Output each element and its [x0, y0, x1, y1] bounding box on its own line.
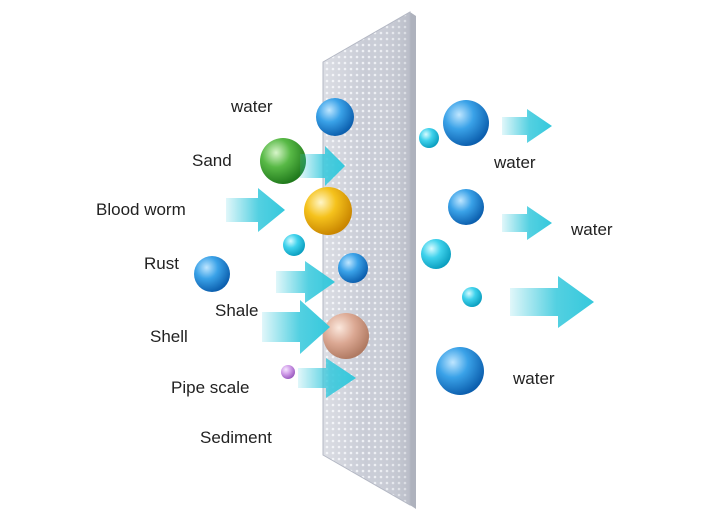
filter-mesh-panel	[322, 11, 416, 509]
label-shell: Shell	[150, 327, 188, 346]
sand-particle	[260, 138, 306, 184]
arrow-blood-worm	[226, 188, 285, 232]
label-blood-worm: Blood worm	[96, 200, 186, 219]
cyan-particle-right-1	[419, 128, 439, 148]
label-water-right-2: water	[571, 220, 613, 239]
label-water-right-1: water	[494, 153, 536, 172]
label-pipe-scale: Pipe scale	[171, 378, 250, 397]
label-sand: Sand	[192, 151, 232, 170]
label-shale: Shale	[215, 301, 259, 320]
label-rust: Rust	[144, 254, 179, 273]
water-particle-left	[316, 98, 354, 136]
label-water-left: water	[231, 97, 273, 116]
arrow-sand	[300, 146, 345, 186]
cyan-particle-right-2	[421, 239, 451, 269]
arrow-pipe-scale	[298, 358, 356, 398]
shell-particle	[323, 313, 369, 359]
blood-worm-particle	[304, 187, 352, 235]
arrow-shale	[262, 300, 330, 354]
label-sediment: Sediment	[200, 428, 272, 447]
arrow-right-2	[502, 206, 552, 240]
shale-particle	[338, 253, 368, 283]
cyan-particle-small-left	[283, 234, 305, 256]
pipe-scale-particle	[281, 365, 295, 379]
arrow-rust	[276, 261, 335, 303]
cyan-particle-right-3	[462, 287, 482, 307]
label-water-right-3: water	[513, 369, 555, 388]
water-particle-right-1	[443, 100, 489, 146]
arrow-right-1	[502, 109, 552, 143]
rust-particle	[194, 256, 230, 292]
water-particle-right-2	[448, 189, 484, 225]
water-particle-right-3	[436, 347, 484, 395]
arrow-right-3	[510, 276, 594, 328]
